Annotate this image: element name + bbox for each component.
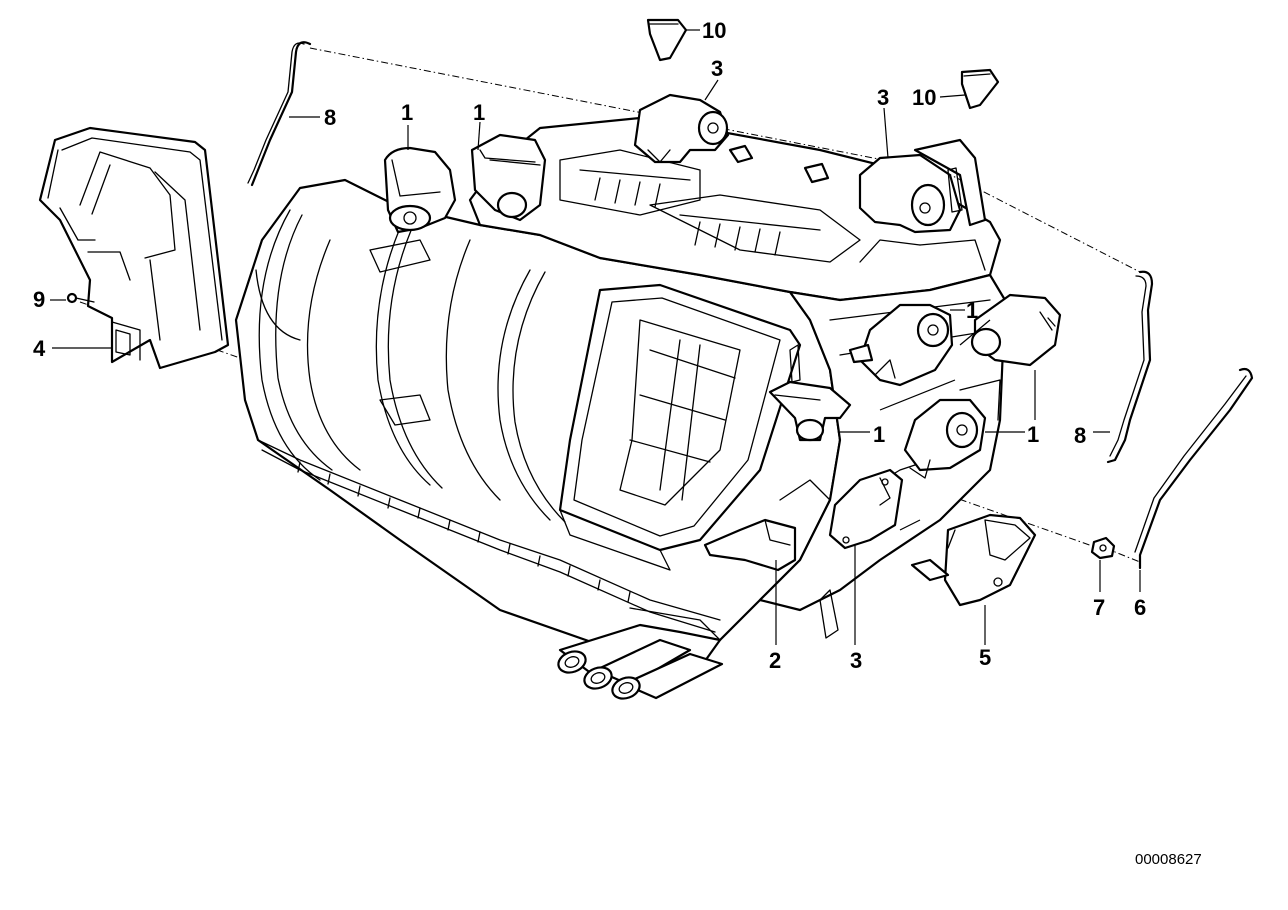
diagram-reference-number: 00008627: [1135, 851, 1202, 868]
callout-8-left: 8: [324, 105, 336, 130]
part-4-housing-cover: [38, 126, 230, 370]
part-6-rod: [1134, 367, 1254, 570]
callout-1-upper: 1: [473, 100, 485, 125]
callout-1-upper-left: 1: [401, 100, 413, 125]
part-5-flap-lever: [910, 513, 1037, 607]
part-1-actuator-f: [768, 380, 852, 442]
callout-8-right: 8: [1074, 423, 1086, 448]
part-10-plug-b: [960, 68, 1000, 110]
callout-4: 4: [33, 336, 46, 361]
callout-9: 9: [33, 287, 45, 312]
callout-3-upper-right: 3: [877, 85, 889, 110]
callout-1-right-lower: 1: [1027, 422, 1039, 447]
callout-1-right-upper: 1: [966, 298, 978, 323]
part-3-actuator-lower: [828, 468, 904, 550]
callout-3-lower: 3: [850, 648, 862, 673]
part-2-bracket: [703, 518, 797, 572]
heater-pipes: [557, 607, 724, 700]
callout-6: 6: [1134, 595, 1146, 620]
callout-7: 7: [1093, 595, 1105, 620]
part-1-actuator-c: [848, 303, 954, 387]
part-3-actuator-upper-mid: [633, 93, 730, 164]
part-8-rod-right: [1106, 270, 1154, 464]
callout-1-center: 1: [873, 422, 885, 447]
callout-10-upper-mid: 10: [702, 18, 726, 43]
part-10-plug-a: [646, 18, 688, 62]
part-1-actuator-e: [903, 398, 987, 479]
part-7-nut: [1090, 536, 1116, 560]
part-1-actuator-a: [383, 146, 457, 234]
part-1-actuator-d: [970, 293, 1062, 367]
leader-lines: [50, 29, 1141, 645]
callout-5: 5: [979, 645, 991, 670]
part-8-rod-left: [247, 41, 312, 187]
part-3-actuator-upper-right: [858, 138, 987, 234]
part-9-screw: [66, 292, 95, 304]
part-1-actuator-b: [470, 133, 547, 222]
callout-3-upper-mid: 3: [711, 56, 723, 81]
callout-10-upper-right: 10: [912, 85, 936, 110]
callout-2: 2: [769, 648, 781, 673]
top-clips: [728, 144, 830, 184]
